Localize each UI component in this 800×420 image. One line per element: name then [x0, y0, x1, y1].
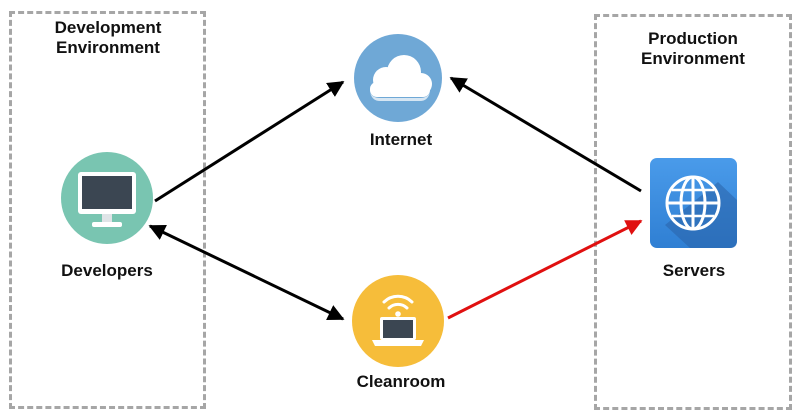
development-environment-title: Development Environment	[18, 18, 198, 58]
cleanroom-to-servers-arrow	[447, 219, 643, 320]
servers-node	[650, 158, 737, 248]
developers-label: Developers	[61, 261, 153, 280]
development-title-line1: Development	[54, 18, 162, 37]
internet-label: Internet	[369, 130, 433, 149]
developers-to-internet-arrow	[154, 80, 345, 203]
development-title-line2: Environment	[56, 38, 160, 57]
monitor-icon	[78, 172, 136, 227]
production-title-line1: Production	[648, 29, 738, 48]
cleanroom-node	[352, 275, 444, 367]
production-environment-title: Production Environment	[598, 29, 788, 69]
cleanroom-label: Cleanroom	[356, 372, 446, 391]
production-title-line2: Environment	[641, 49, 745, 68]
development-environment-zone	[9, 11, 206, 409]
laptop-wifi-icon	[372, 294, 424, 346]
internet-node	[354, 34, 442, 122]
cloud-icon	[370, 55, 432, 101]
developers-node	[61, 152, 153, 244]
globe-icon	[665, 175, 721, 231]
servers-label: Servers	[662, 261, 726, 280]
production-environment-zone	[594, 14, 792, 410]
servers-to-internet-arrow	[449, 76, 642, 193]
developers-cleanroom-arrow	[148, 224, 345, 321]
